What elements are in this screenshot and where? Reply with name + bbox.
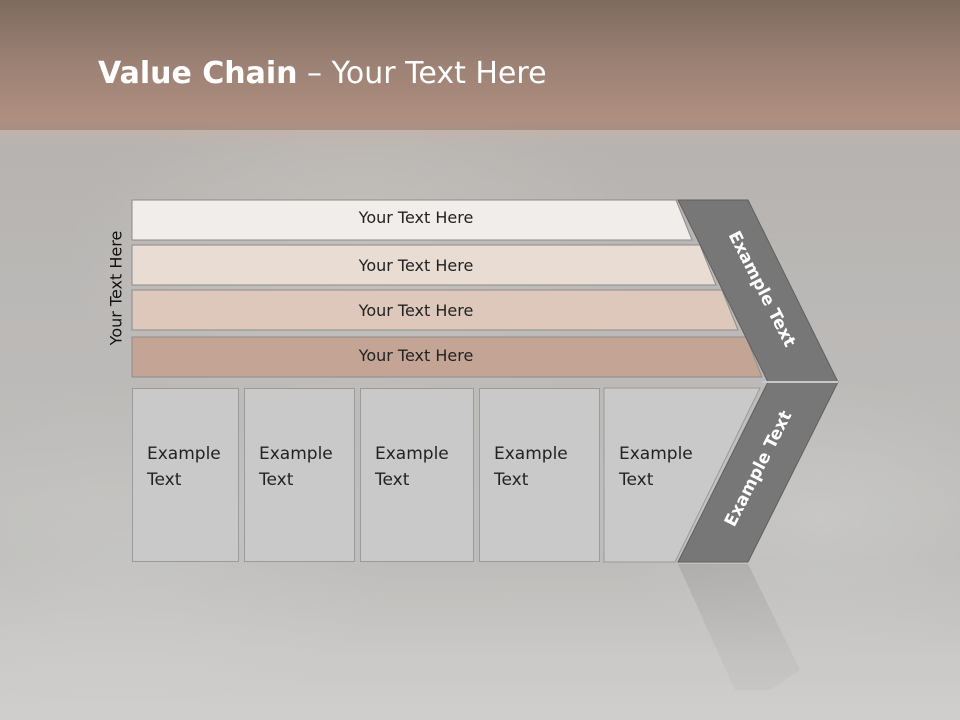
title-bold: Value Chain <box>98 56 298 91</box>
column-2-line2: Text <box>259 470 294 490</box>
column-4-line1: Example <box>494 444 568 464</box>
column-1-line1: Example <box>147 444 221 464</box>
column-2-line1: Example <box>259 444 333 464</box>
title-rest: – Your Text Here <box>297 56 547 91</box>
column-3-line2: Text <box>375 470 410 490</box>
slide-title[interactable]: Value Chain – Your Text Here <box>98 56 547 91</box>
bar-1-label: Your Text Here <box>358 208 474 227</box>
title-band <box>0 0 960 150</box>
chevron-reflection <box>678 564 800 690</box>
bar-3-shape[interactable] <box>131 289 739 331</box>
column-1-line2: Text <box>147 470 182 490</box>
bar-2-label: Your Text Here <box>358 256 474 275</box>
column-3-line1: Example <box>375 444 449 464</box>
bar-4-shape[interactable] <box>131 336 763 378</box>
column-5-line2: Text <box>619 470 654 490</box>
bar-4-label: Your Text Here <box>358 346 474 365</box>
bar-2-shape[interactable] <box>131 244 717 286</box>
bar-1-shape[interactable] <box>131 199 693 241</box>
bar-3-label: Your Text Here <box>358 301 474 320</box>
column-5-line1: Example <box>619 444 693 464</box>
column-4-line2: Text <box>494 470 529 490</box>
